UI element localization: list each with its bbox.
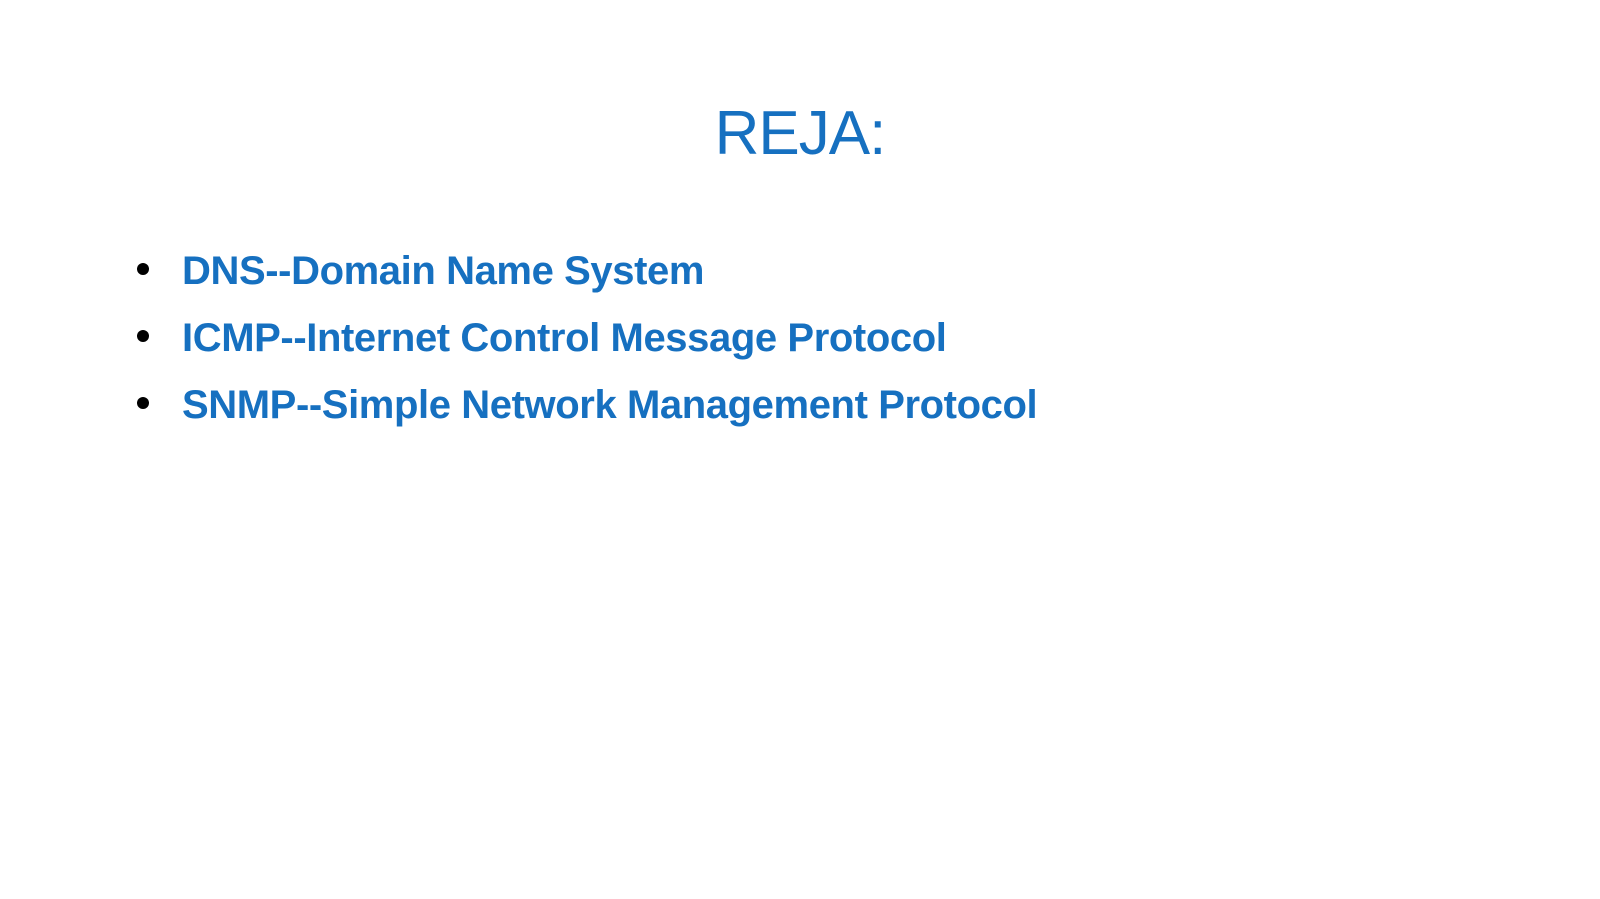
list-item-text: SNMP--Simple Network Management Protocol — [182, 383, 1038, 427]
list-item: ICMP--Internet Control Message Protocol — [132, 305, 1037, 372]
slide-title: REJA: — [714, 99, 887, 168]
list-item: DNS--Domain Name System — [132, 238, 1037, 305]
list-item-text: DNS--Domain Name System — [182, 249, 705, 293]
bullet-icon — [137, 329, 149, 342]
bullet-icon — [137, 262, 149, 275]
list-item: SNMP--Simple Network Management Protocol — [132, 372, 1038, 439]
bullet-list: DNS--Domain Name System ICMP--Internet C… — [132, 238, 1038, 439]
bullet-icon — [137, 396, 149, 409]
list-item-text: ICMP--Internet Control Message Protocol — [182, 316, 947, 360]
